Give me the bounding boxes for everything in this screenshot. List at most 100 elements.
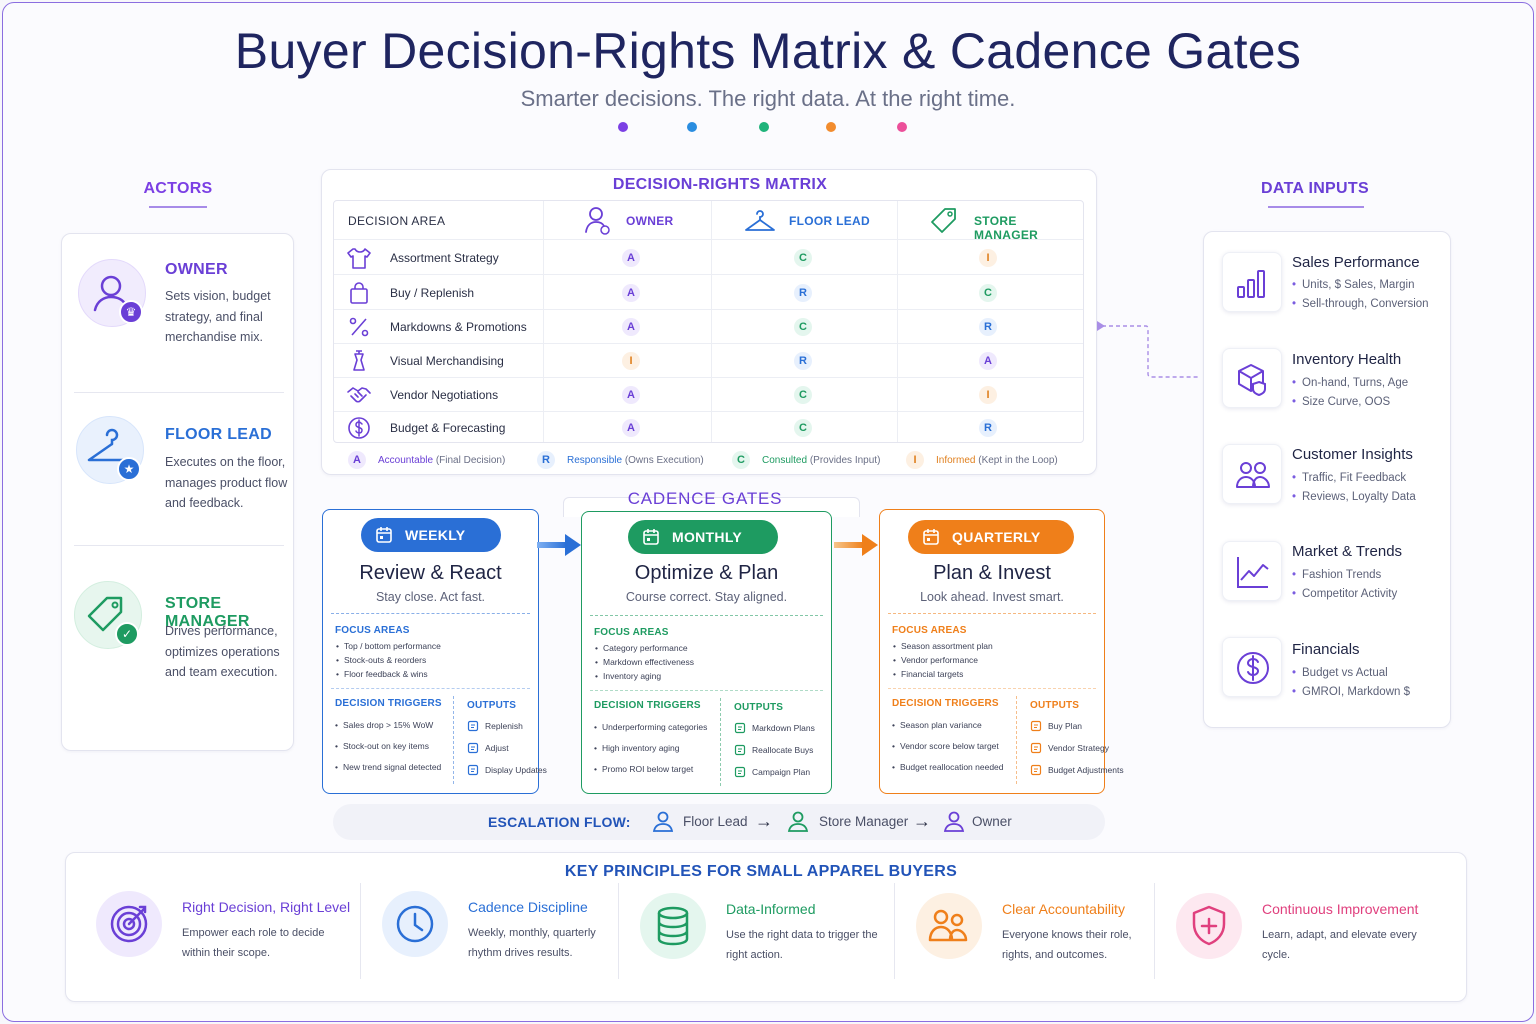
cadence-heading: CADENCE GATES [627, 489, 783, 508]
legend-code: C [732, 451, 750, 469]
actor-owner-desc: Sets vision, budget strategy, and final … [165, 289, 271, 344]
legend-code: A [348, 451, 366, 469]
floor-lead-role-code: C [794, 386, 812, 404]
principle-desc: Weekly, monthly, quarterly rhythm drives… [468, 927, 596, 959]
store-manager-role-code: R [979, 318, 997, 336]
owner-avatar: ♛ [78, 259, 146, 327]
data-input-title: Market & Trends [1292, 543, 1403, 560]
owner-col-icon [585, 207, 610, 235]
gate-column-divider [1016, 696, 1017, 784]
display-shield-icon [467, 764, 479, 776]
legend-name: Consulted [762, 455, 810, 466]
users-icon [1236, 462, 1270, 488]
principle-divider [894, 883, 895, 979]
data-input-title: Inventory Health [1292, 351, 1402, 368]
gate-focus-item: Category performance [595, 643, 688, 653]
dot-4 [826, 122, 836, 132]
legend-name: Accountable [378, 455, 436, 466]
gate-divider [331, 613, 530, 614]
gate-trigger-item: Sales drop > 15% WoW [335, 720, 433, 730]
principle-title: Data-Informed [726, 901, 816, 917]
shopping-bag-icon [350, 282, 368, 304]
floor-lead-avatar: ★ [76, 416, 144, 484]
owner-role-code: A [622, 386, 640, 404]
gate-trigger-item: Underperforming categories [594, 722, 707, 732]
page-subtitle: Smarter decisions. The right data. At th… [520, 86, 1016, 111]
gate-trigger-item: Vendor score below target [892, 741, 999, 751]
legend-note: (Owns Execution) [624, 455, 704, 466]
gate-pill[interactable]: QUARTERLY GATE [908, 520, 1074, 579]
gate-outputs-label: OUTPUTS [734, 702, 784, 713]
dot-5 [897, 122, 907, 132]
tag-check-icon [87, 596, 123, 632]
financials-tile [1222, 637, 1282, 697]
gate-triggers-label: DECISION TRIGGERS [892, 698, 999, 709]
team-icon [928, 909, 968, 942]
gate-focus-item: Inventory aging [595, 671, 661, 681]
gate-arrow-2 [834, 534, 878, 556]
gate-pill[interactable]: MONTHLY GATE [628, 520, 778, 579]
col-line-1 [543, 201, 544, 442]
data-input-bullet: GMROI, Markdown $ [1292, 686, 1410, 698]
actor-store-manager-name: STORE MANAGER [165, 595, 250, 630]
gate-output-item: Budget Adjustments [1048, 765, 1124, 775]
principle-divider [360, 883, 361, 979]
owner-role-code: I [622, 352, 640, 370]
actor-store-manager-desc: Drives performance, optimizes operations… [165, 624, 280, 679]
owner-person-icon [943, 811, 965, 832]
gate-focus-item: Vendor performance [893, 655, 978, 665]
actor-floor-lead-name: FLOOR LEAD [165, 426, 272, 443]
gate-divider [331, 688, 530, 689]
gate-focus-label: FOCUS AREAS [335, 625, 410, 636]
matrix-col-area: DECISION AREA [348, 214, 446, 228]
legend-name: Responsible [567, 455, 625, 466]
principle-icon-circle [96, 891, 162, 957]
escalation-step-1: Floor Lead [683, 814, 748, 829]
vendor-user-icon [1030, 742, 1042, 754]
matrix-col-floor: FLOOR LEAD [789, 214, 870, 228]
legend-code: R [537, 451, 555, 469]
gate-output-item: Campaign Plan [752, 767, 811, 777]
data-inputs-heading: DATA INPUTS [1261, 180, 1369, 197]
matrix-row-label: Budget & Forecasting [390, 421, 506, 435]
principle-title: Clear Accountability [1002, 901, 1125, 917]
gate-trigger-item: High inventory aging [594, 743, 679, 753]
legend-name: Informed [936, 455, 979, 466]
gate-pill[interactable]: WEEKLY GATE [361, 518, 501, 577]
gate-focus-item: Top / bottom performance [336, 641, 441, 651]
floor-lead-role-code: C [794, 419, 812, 437]
principle-title: Continuous Improvement [1262, 901, 1419, 917]
gate-trigger-item: Season plan variance [892, 720, 982, 730]
floor-lead-role-code: C [794, 318, 812, 336]
color-dots [618, 122, 918, 134]
gate-output-item: Markdown Plans [752, 723, 815, 733]
calendar-icon [923, 529, 939, 545]
gate-outputs-label: OUTPUTS [1030, 700, 1080, 711]
principle-icon-circle [1176, 893, 1242, 959]
data-inputs-underline [1268, 206, 1364, 208]
actor-owner-name: OWNER [165, 261, 228, 278]
owner-role-code: A [622, 249, 640, 267]
actor-store-manager: ✓ STORE MANAGER Drives performance, opti… [62, 559, 296, 729]
dot-1 [618, 122, 628, 132]
handshake-icon [347, 387, 371, 403]
gate-divider [888, 613, 1096, 614]
bar-chart-icon [1237, 270, 1265, 298]
actors-heading: ACTORS [143, 180, 213, 197]
data-inputs-card: Sales Performance Units, $ Sales, Margin… [1203, 231, 1451, 728]
gate-subtitle: Course correct. Stay aligned. [625, 590, 788, 604]
principle-icon-circle [382, 891, 448, 957]
matrix-card [321, 169, 1097, 475]
data-connector [1097, 321, 1200, 378]
gate-focus-label: FOCUS AREAS [892, 625, 967, 636]
legend-note: (Final Decision) [435, 455, 506, 466]
escalation-arrow-2: → [913, 811, 931, 831]
gate-output-item: Adjust [485, 743, 509, 753]
dot-3 [759, 122, 769, 132]
actor-divider-2 [74, 545, 284, 546]
data-input-bullet: Competitor Activity [1292, 588, 1397, 600]
hanger-star-icon [87, 428, 125, 462]
